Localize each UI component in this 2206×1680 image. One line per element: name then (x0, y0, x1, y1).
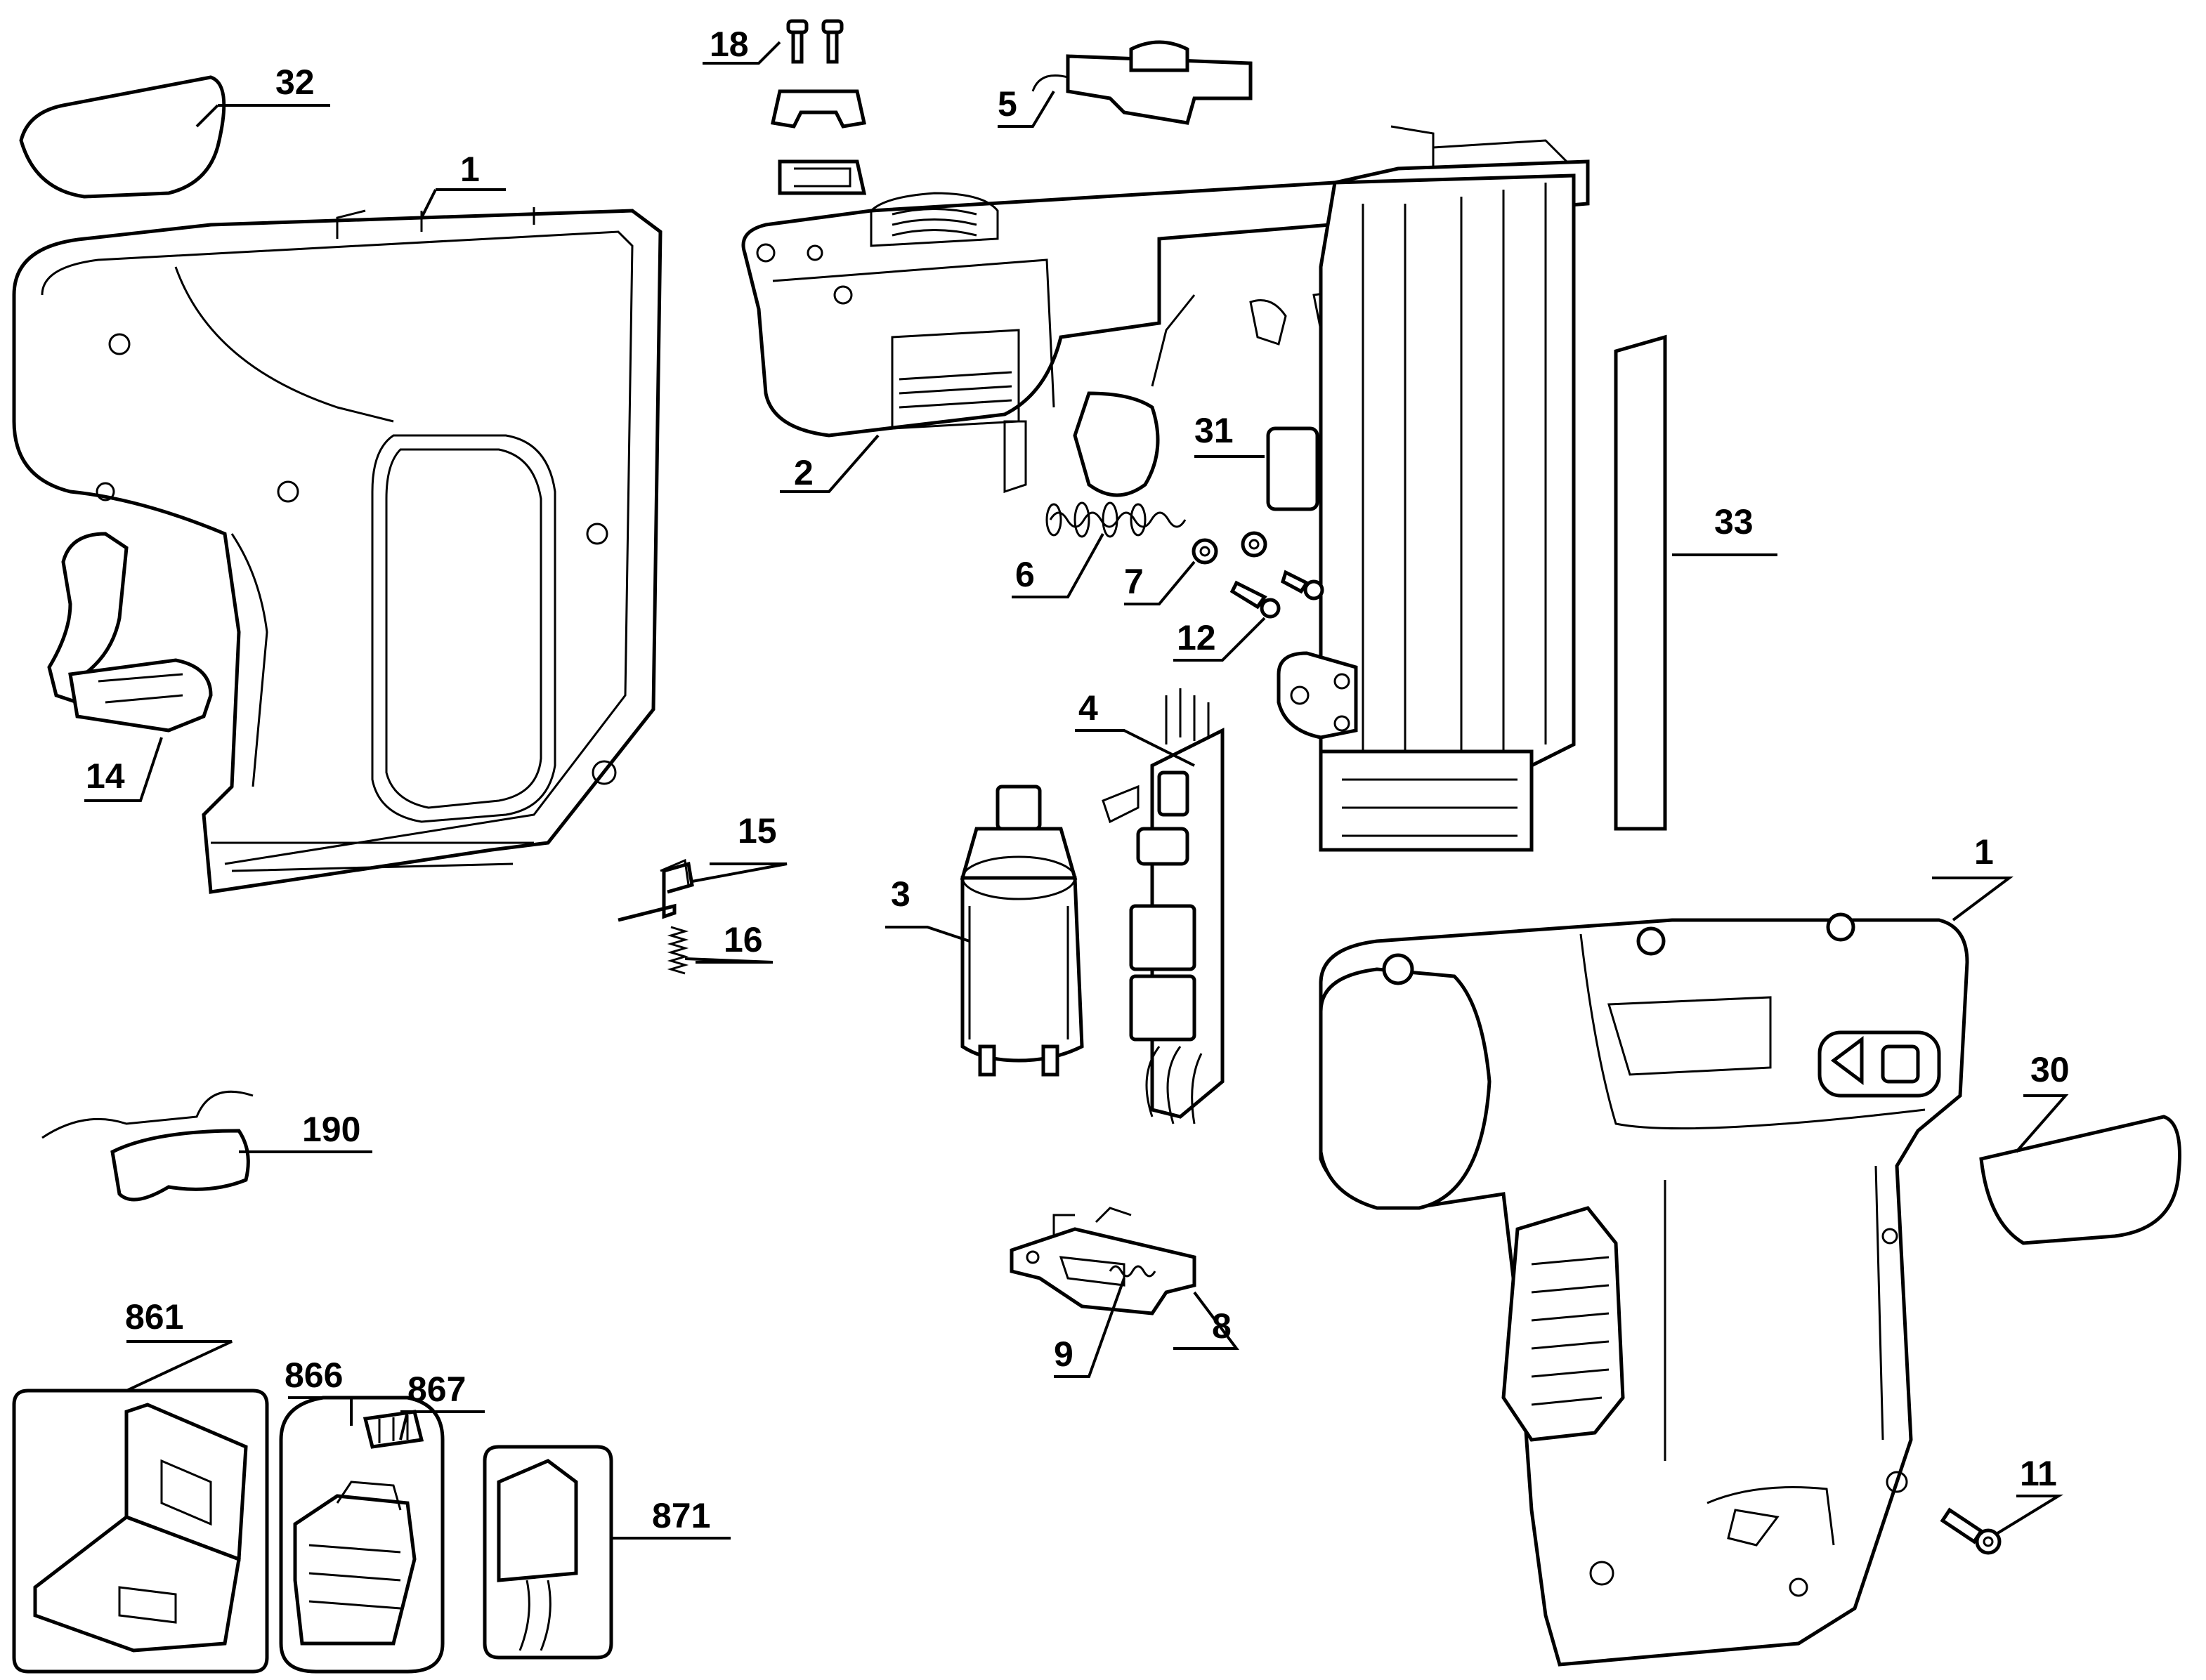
part-magazine-rail (1277, 125, 1576, 852)
callout-871: 871 (652, 1496, 710, 1535)
part-1-right-housing (1319, 912, 1969, 1667)
part-30-label-plate (1979, 1115, 2181, 1245)
callout-labels: 32 1 14 18 5 2 31 6 7 12 33 4 15 16 3 1 … (86, 25, 2070, 1535)
callout-3: 3 (891, 874, 911, 914)
callout-33: 33 (1714, 502, 1754, 542)
part-32-label-plate (19, 75, 226, 199)
callout-867: 867 (407, 1370, 466, 1409)
callout-866: 866 (285, 1356, 343, 1395)
callout-9: 9 (1054, 1334, 1073, 1374)
part-11-screw (1940, 1507, 2002, 1555)
callout-7: 7 (1124, 562, 1144, 601)
callout-32: 32 (275, 63, 315, 102)
part-33-label-strip (1614, 334, 1667, 831)
callout-190: 190 (302, 1110, 360, 1149)
callout-1-left: 1 (460, 150, 480, 189)
part-8-brush-holder (1010, 1207, 1196, 1315)
part-190-safety-glasses (41, 1090, 254, 1202)
callout-5: 5 (998, 84, 1017, 124)
part-2-drive-mechanism (741, 159, 1590, 497)
callout-11: 11 (2020, 1454, 2057, 1493)
callout-31: 31 (1194, 411, 1234, 450)
part-3-motor (960, 785, 1084, 1077)
part-31-label (1266, 426, 1319, 511)
part-15-switch-lever (618, 858, 694, 922)
callout-14: 14 (86, 756, 125, 796)
part-5-latch (1031, 40, 1253, 125)
part-9-brush-spring (1109, 1265, 1156, 1278)
callout-4: 4 (1078, 688, 1098, 728)
callout-leaders (84, 41, 2069, 1540)
part-871-charger (483, 1445, 613, 1660)
callout-16: 16 (724, 920, 763, 959)
part-1-left-housing (12, 207, 663, 894)
part-14-belt-hook (47, 532, 213, 733)
callout-1-right: 1 (1974, 832, 1994, 872)
part-18-screws (786, 19, 844, 64)
callout-12: 12 (1177, 618, 1216, 657)
part-6-spring (1045, 501, 1187, 538)
part-861-case (12, 1389, 269, 1674)
part-866-battery (279, 1396, 445, 1674)
callout-15: 15 (738, 811, 777, 851)
callout-8: 8 (1212, 1306, 1232, 1346)
callout-30: 30 (2030, 1050, 2070, 1089)
callout-18: 18 (710, 25, 749, 64)
callout-6: 6 (1015, 555, 1035, 594)
part-16-spring (667, 926, 689, 975)
callout-2: 2 (794, 453, 814, 492)
part-clip-pair (770, 89, 867, 195)
part-7-nut (1192, 538, 1218, 565)
part-4-circuit-board (1102, 688, 1225, 1124)
callout-861: 861 (125, 1297, 183, 1337)
part-867-terminal-clip (363, 1410, 424, 1449)
part-12-screws (1229, 531, 1324, 619)
